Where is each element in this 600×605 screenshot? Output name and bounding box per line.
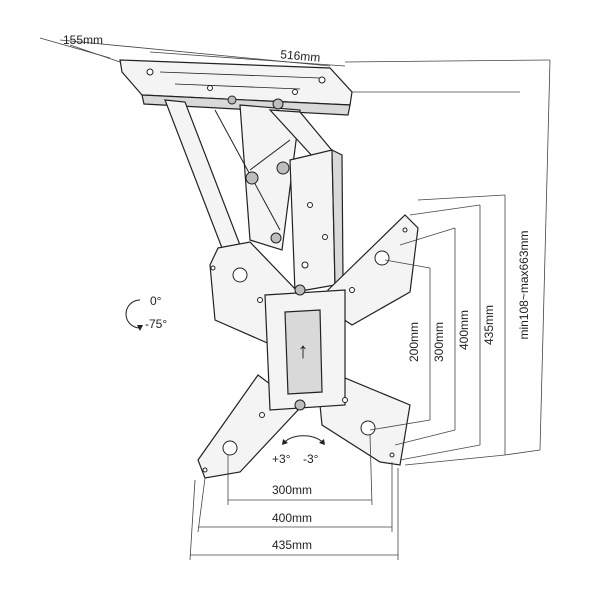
vesa-v-300-label: 300mm [432, 322, 446, 362]
vesa-v-200-label: 200mm [407, 322, 421, 362]
vesa-v-400-label: 400mm [457, 310, 471, 350]
up-arrow-icon: ↑ [298, 338, 309, 363]
depth-label: 155mm [63, 33, 103, 47]
bottom-dimension-lines [189, 434, 399, 561]
tilt-arm-assembly [164, 95, 341, 251]
height-range-label: min108~max663mm [517, 230, 531, 339]
vesa-h-435-label: 435mm [272, 538, 312, 552]
vertical-column [289, 149, 344, 293]
right-dimension-lines [369, 59, 551, 466]
vesa-h-400-label: 400mm [272, 511, 312, 525]
tilt-bottom-label: -75° [145, 317, 167, 331]
swivel-minus-label: -3° [303, 452, 319, 466]
vesa-h-300-label: 300mm [272, 483, 312, 497]
top-dimension-lines [39, 37, 551, 93]
ceiling-plate [119, 59, 353, 116]
vesa-v-435-label: 435mm [482, 305, 496, 345]
swivel-arrow-icon [282, 435, 325, 445]
width-label: 516mm [280, 47, 321, 64]
vesa-plate [197, 214, 419, 479]
tilt-top-label: 0° [150, 294, 162, 308]
swivel-plus-label: +3° [272, 452, 291, 466]
rotation-arrow-icon [125, 299, 143, 331]
